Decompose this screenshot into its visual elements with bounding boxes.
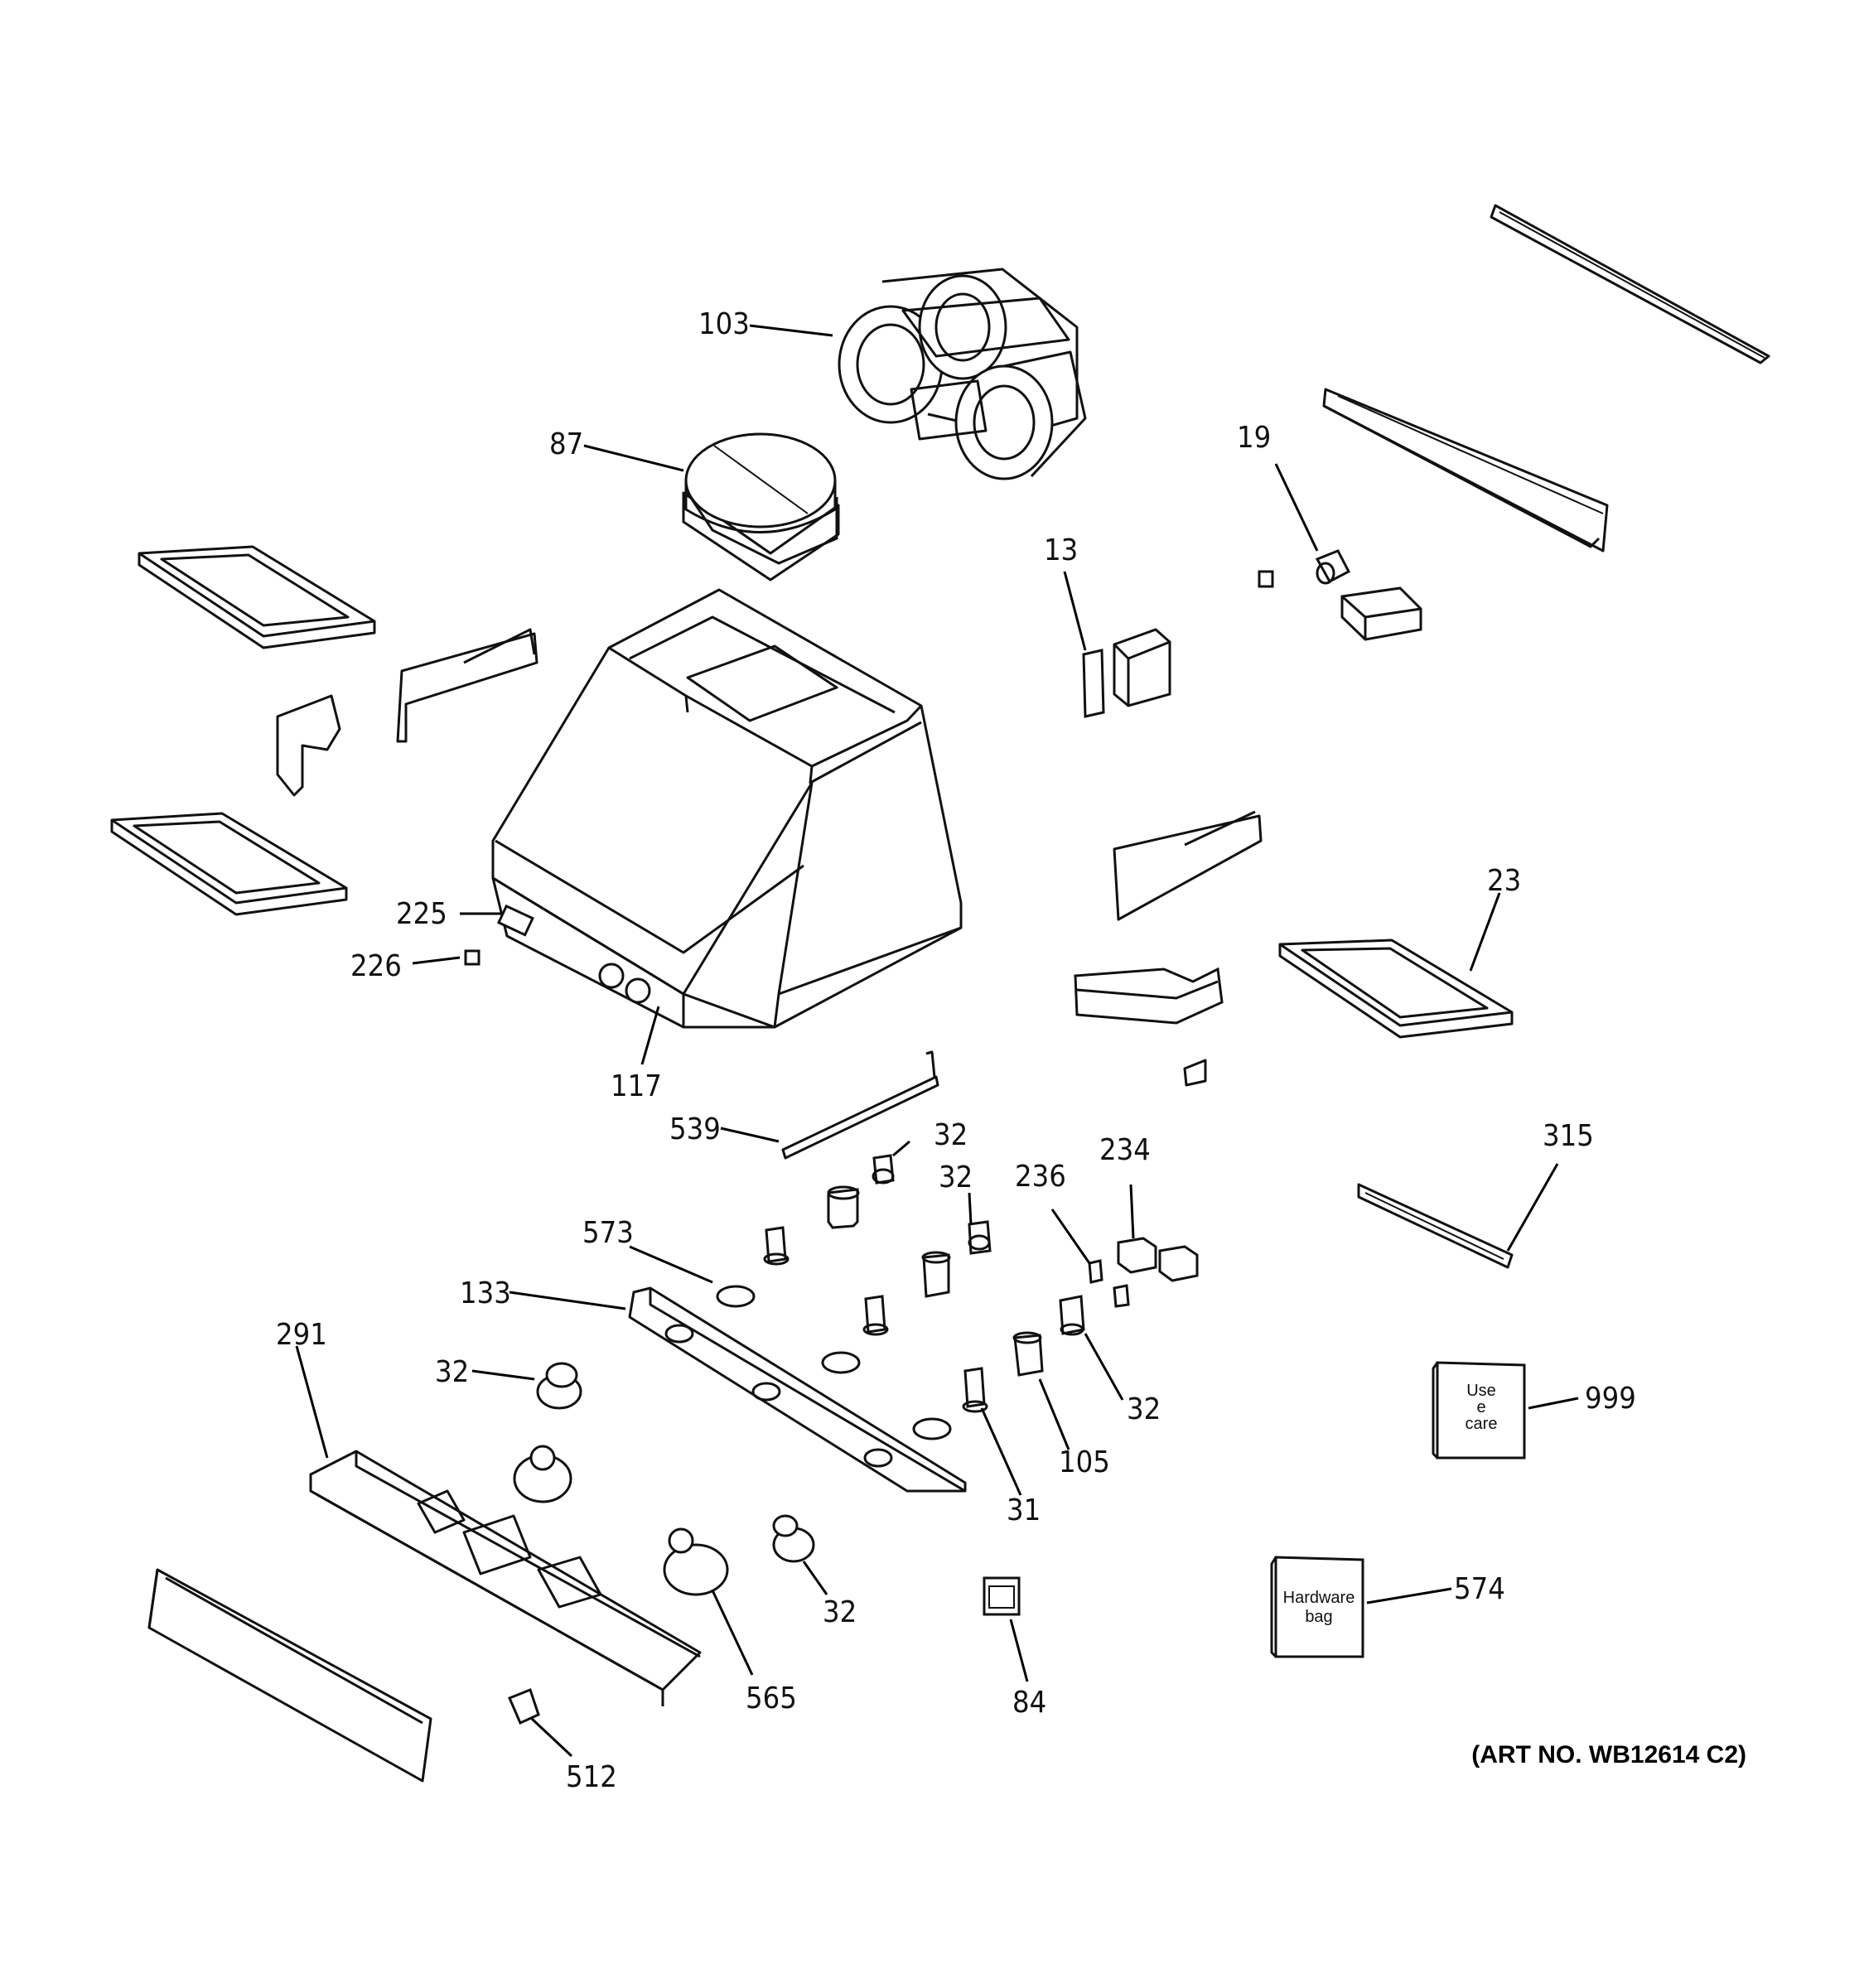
callout-999: 999: [1585, 1382, 1636, 1416]
callout-573: 573: [582, 1216, 634, 1250]
callout-234: 234: [1099, 1133, 1151, 1167]
callout-315: 315: [1543, 1119, 1594, 1153]
bracket-right-upper: [1113, 810, 1263, 921]
callout-225: 225: [396, 897, 447, 931]
callout-565: 565: [746, 1682, 797, 1715]
callout-labels: 103 87 19 13 225 226 117 23 539 32 32 23…: [276, 307, 1636, 1794]
channel-rail: [1322, 388, 1609, 552]
callout-236: 236: [1015, 1160, 1066, 1194]
control-bracket-133: [628, 1286, 967, 1493]
callout-32-e: 32: [823, 1595, 857, 1629]
small-bracket: [1183, 1059, 1207, 1087]
knob-parts: [508, 1154, 1199, 1725]
module-84: [983, 1576, 1021, 1616]
front-panel-291: [309, 1450, 702, 1706]
bracket-right-mid: [1074, 967, 1224, 1025]
callout-117: 117: [611, 1069, 662, 1103]
filter-frame-23: [1278, 939, 1514, 1039]
bracket-left-mid: [276, 694, 341, 797]
filter-frame-lower-left: [110, 812, 348, 916]
callout-19: 19: [1237, 421, 1271, 455]
trim-panel: [147, 1568, 432, 1783]
blower-assembly-103: [838, 268, 1087, 480]
use-care-text-3: care: [1466, 1415, 1498, 1433]
callout-32-b: 32: [939, 1160, 973, 1194]
callout-32-a: 32: [934, 1118, 968, 1152]
callout-539: 539: [669, 1112, 721, 1146]
callout-32-c: 32: [435, 1355, 469, 1389]
clip-226: [464, 949, 480, 966]
hardware-bag-box: Hardware bag: [1270, 1556, 1364, 1658]
hardware-text-1: Hardware: [1283, 1589, 1355, 1607]
damper-collar-87: [682, 432, 840, 581]
capacitor-19: [1258, 549, 1422, 641]
callout-105: 105: [1059, 1445, 1110, 1479]
use-care-box: Use e care: [1432, 1361, 1526, 1460]
use-care-text-1: Use: [1466, 1382, 1496, 1400]
callout-13: 13: [1044, 533, 1078, 567]
leader-lines: [295, 324, 1579, 1758]
callout-291: 291: [276, 1318, 327, 1352]
callout-226: 226: [350, 949, 402, 983]
use-care-text-2: e: [1476, 1398, 1485, 1416]
art-number: (ART NO. WB12614 C2): [1471, 1741, 1746, 1768]
callout-574: 574: [1454, 1572, 1505, 1606]
callout-32-d: 32: [1127, 1392, 1161, 1426]
rod-539: [781, 1050, 939, 1160]
upper-rail: [1490, 204, 1770, 364]
callout-133: 133: [460, 1276, 511, 1310]
callout-87: 87: [549, 427, 583, 461]
filter-frame-upper-left: [138, 545, 376, 649]
junction-box-13: [1082, 628, 1171, 718]
rail-315: [1357, 1183, 1514, 1269]
callout-103: 103: [698, 307, 750, 341]
hardware-text-2: bag: [1305, 1608, 1332, 1626]
callout-84: 84: [1012, 1686, 1046, 1720]
callout-31: 31: [1007, 1493, 1041, 1527]
callout-23: 23: [1487, 864, 1521, 898]
hood-body-117: [491, 588, 963, 1029]
callout-512: 512: [566, 1760, 617, 1794]
bracket-left-upper: [396, 628, 538, 743]
